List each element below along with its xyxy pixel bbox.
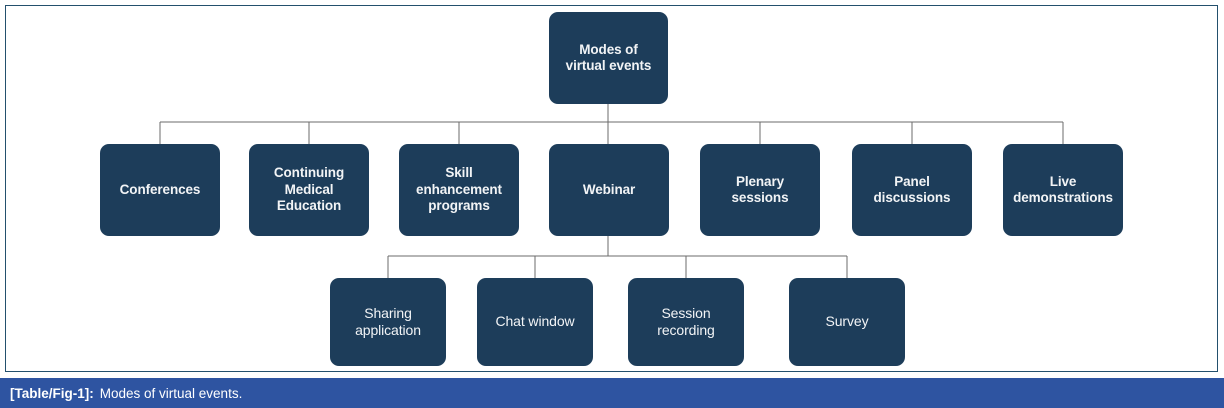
node-modes-of-virtual-events: Modes of virtual events xyxy=(549,12,668,104)
node-label: Skill enhancement programs xyxy=(416,165,502,214)
node-survey: Survey xyxy=(789,278,905,366)
node-label: Sharing application xyxy=(355,304,421,338)
node-conferences: Conferences xyxy=(100,144,220,236)
node-label: Conferences xyxy=(119,181,201,197)
node-live-demonstrations: Live demonstrations xyxy=(1003,144,1123,236)
figure-caption-text: Modes of virtual events. xyxy=(99,385,243,401)
node-label: Live demonstrations xyxy=(1013,173,1113,205)
node-sharing-application: Sharing application xyxy=(330,278,446,366)
node-session-recording: Session recording xyxy=(628,278,744,366)
node-skill-enhancement-programs: Skill enhancement programs xyxy=(399,144,519,236)
node-label: Webinar xyxy=(582,181,636,197)
node-label: Plenary sessions xyxy=(731,173,789,205)
node-label: Survey xyxy=(825,313,869,330)
node-panel-discussions: Panel discussions xyxy=(852,144,972,236)
figure-caption-tag: [Table/Fig-1]: xyxy=(10,385,94,401)
node-plenary-sessions: Plenary sessions xyxy=(700,144,820,236)
node-chat-window: Chat window xyxy=(477,278,593,366)
node-label: Session recording xyxy=(657,304,715,338)
node-label: Panel discussions xyxy=(873,173,951,205)
node-continuing-medical-education: Continuing Medical Education xyxy=(249,144,369,236)
node-label: Modes of virtual events xyxy=(565,41,652,73)
node-webinar: Webinar xyxy=(549,144,669,236)
node-label: Continuing Medical Education xyxy=(273,165,345,214)
node-label: Chat window xyxy=(495,313,575,330)
figure-caption-bar: [Table/Fig-1]: Modes of virtual events. xyxy=(0,378,1224,408)
